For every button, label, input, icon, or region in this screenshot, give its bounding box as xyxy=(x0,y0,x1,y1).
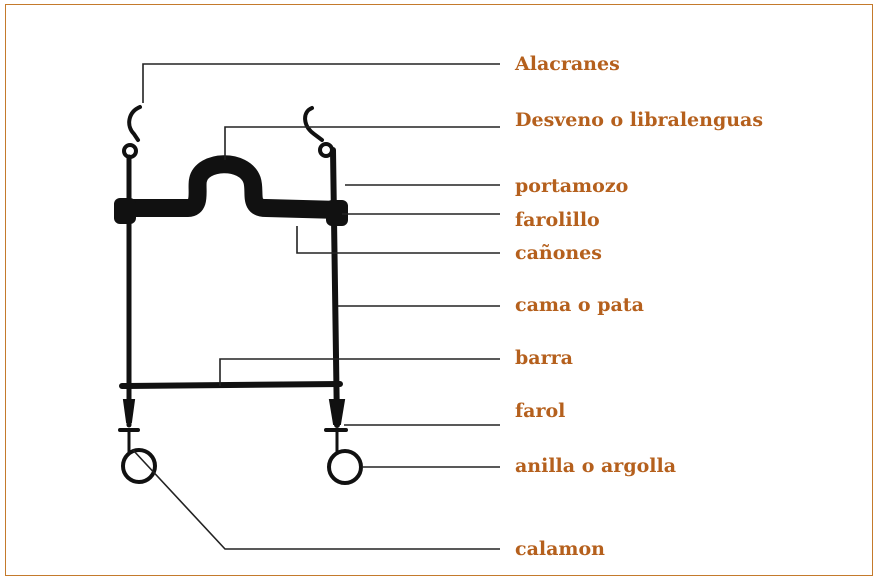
label-calamon: calamon xyxy=(515,538,605,560)
right-farol xyxy=(328,399,346,425)
horse-bit-illustration xyxy=(114,105,363,485)
label-portamozo: portamozo xyxy=(515,175,628,197)
left-farol xyxy=(122,399,136,423)
label-desveno: Desveno o libralenguas xyxy=(515,109,763,131)
leader-canones xyxy=(296,226,500,254)
label-farolillo: farolillo xyxy=(515,209,600,231)
mouthpiece xyxy=(118,155,341,219)
label-canones: cañones xyxy=(515,242,602,264)
leader-barra xyxy=(219,358,500,386)
leader-calamon xyxy=(132,449,500,550)
left-anilla xyxy=(121,448,157,484)
leader-alacranes xyxy=(142,63,500,103)
right-alacran-hook xyxy=(303,106,324,142)
leader-desveno xyxy=(224,126,500,160)
left-farolillo xyxy=(114,198,136,224)
label-barra: barra xyxy=(515,347,573,369)
label-farol: farol xyxy=(515,400,565,422)
right-anilla xyxy=(327,449,363,485)
barra xyxy=(119,381,343,389)
right-farolillo xyxy=(326,200,348,226)
leader-lines xyxy=(132,63,500,550)
figure-frame xyxy=(5,4,873,576)
label-alacranes: Alacranes xyxy=(514,53,620,75)
labels: Alacranes Desveno o libralenguas portamo… xyxy=(514,53,763,560)
label-cama: cama o pata xyxy=(515,294,644,316)
right-cama xyxy=(330,147,340,428)
left-alacran-hook xyxy=(127,105,142,142)
label-anilla: anilla o argolla xyxy=(515,455,676,477)
